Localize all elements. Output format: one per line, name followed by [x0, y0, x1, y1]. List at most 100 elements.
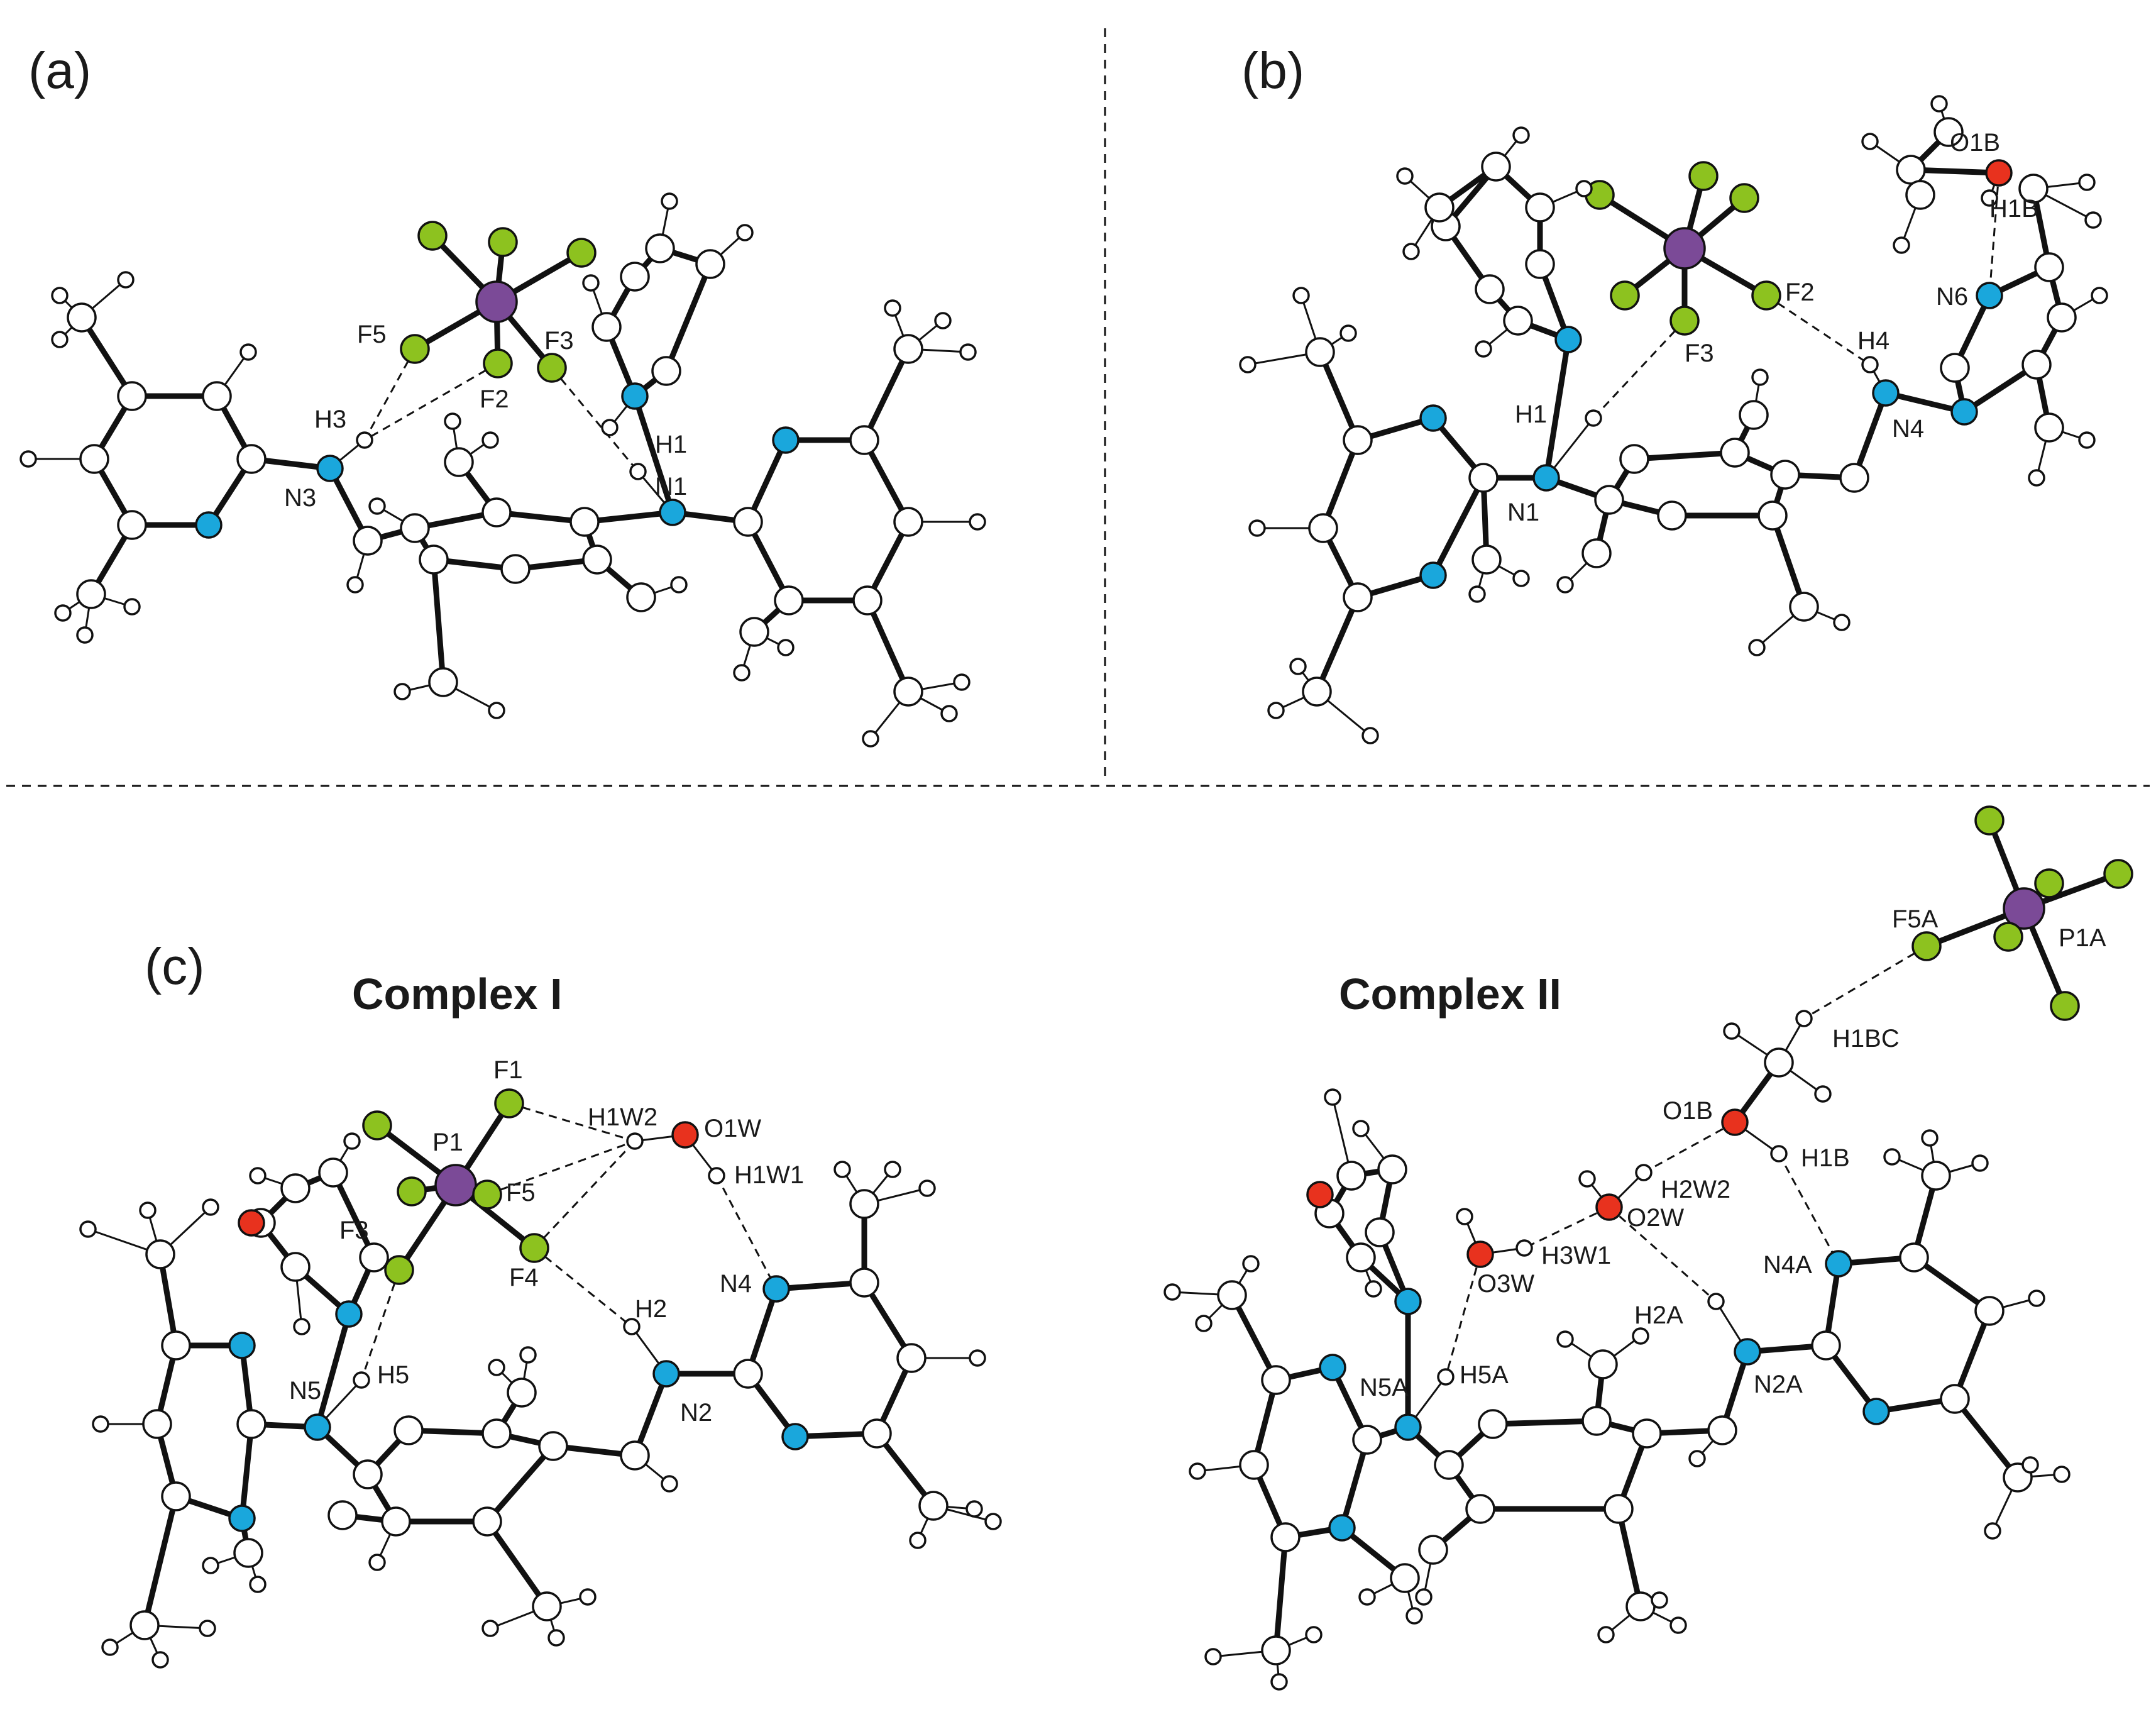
hydrogen-bond	[360, 1269, 400, 1381]
atom-c	[419, 544, 449, 575]
atom-n	[652, 1360, 680, 1388]
atom-h	[1248, 519, 1266, 537]
atom-n	[304, 1413, 331, 1441]
atom-h	[51, 287, 69, 304]
atom-c	[353, 1459, 383, 1489]
hydrogen-bond	[533, 1140, 636, 1249]
atom-c	[739, 617, 769, 647]
atom-h	[1339, 324, 1357, 342]
atom-n	[195, 511, 223, 539]
atom-h	[1556, 1330, 1574, 1348]
atom-c	[538, 1431, 568, 1461]
atom-c	[1343, 425, 1373, 455]
atom-o	[1595, 1193, 1623, 1221]
atom-n	[1328, 1514, 1356, 1542]
atom-c	[1940, 1384, 1970, 1414]
atom-c	[2021, 350, 2052, 380]
bond	[1851, 390, 1889, 481]
atom-h	[519, 1346, 537, 1364]
label-H1BC: H1BC	[1832, 1025, 1900, 1052]
atom-c	[1625, 1591, 1656, 1621]
atom-f	[1610, 280, 1640, 311]
atom-o	[238, 1209, 265, 1237]
atom-h	[733, 664, 751, 682]
bond	[1430, 475, 1487, 578]
bond	[1952, 1396, 2021, 1481]
label-F5A: F5A	[1892, 905, 1939, 933]
atom-h	[1512, 570, 1530, 587]
label-H1B: H1B	[1989, 195, 2038, 223]
atom-c	[236, 1409, 267, 1439]
atom-h	[1204, 1648, 1222, 1665]
atom-c	[1899, 1242, 1929, 1273]
atom-o	[1985, 159, 2013, 187]
atom-h	[249, 1167, 267, 1185]
bond	[484, 1443, 556, 1525]
atom-c	[318, 1157, 348, 1188]
atom-h	[51, 331, 69, 348]
atom-h	[2053, 1466, 2071, 1483]
complex-ii-molecule	[1163, 805, 2133, 1691]
atom-n	[1734, 1338, 1761, 1366]
atom-h	[833, 1161, 851, 1178]
atom-h	[1324, 1088, 1341, 1106]
atom-c	[444, 447, 474, 477]
atom-h	[1365, 1280, 1382, 1298]
hydrogen-bond	[1988, 172, 2000, 296]
bond	[632, 393, 676, 516]
atom-c	[1481, 152, 1511, 182]
atom-h	[1921, 1129, 1939, 1147]
bond	[157, 1251, 179, 1349]
atom-n	[1394, 1288, 1422, 1315]
complex-ii-atom-labels: F5A P1A H1BC O1B H1B H2W2 O2W H3W1 O3W N…	[1360, 905, 2106, 1401]
atom-n	[659, 499, 686, 526]
atom-h	[1971, 1154, 1989, 1172]
atom-c	[1720, 438, 1750, 468]
atom-f	[483, 348, 513, 378]
atom-h	[1361, 727, 1379, 744]
atom-n	[228, 1332, 256, 1359]
label-O1W: O1W	[704, 1115, 761, 1142]
atom-c	[1921, 1161, 1951, 1191]
atom-h	[626, 1132, 644, 1150]
label-H1: H1	[1515, 400, 1547, 428]
atom-h	[1305, 1626, 1323, 1643]
atom-h	[481, 431, 499, 449]
atoms	[79, 1088, 1002, 1669]
hydrogen-bond	[1766, 294, 1871, 366]
atom-h	[969, 1349, 986, 1367]
atom-c	[161, 1330, 191, 1361]
atom-h	[1163, 1283, 1181, 1301]
atom-c	[1471, 544, 1502, 575]
atom-h	[356, 431, 373, 449]
atom-c	[1308, 513, 1338, 543]
bond	[1631, 450, 1738, 462]
label-H1W2: H1W2	[588, 1103, 657, 1131]
atom-h	[2078, 174, 2096, 191]
atom-h	[736, 224, 754, 241]
atom-h	[1195, 1315, 1213, 1332]
hydrogen-bond	[1803, 945, 1927, 1020]
atom-h	[1189, 1462, 1206, 1480]
atom-f	[400, 334, 430, 364]
atom-h	[79, 1220, 97, 1238]
atom-h	[19, 450, 37, 468]
label-N1: N1	[1507, 499, 1539, 526]
bond	[1911, 1254, 1993, 1314]
atom-n	[621, 382, 649, 410]
atom-o	[671, 1121, 699, 1149]
atom-c	[591, 312, 622, 342]
atom-h	[123, 598, 141, 616]
atom-h	[1358, 1588, 1376, 1606]
atom-c	[1770, 460, 1800, 490]
atom-h	[202, 1557, 219, 1574]
atom-h	[708, 1167, 725, 1185]
atom-h	[1893, 236, 1910, 254]
atom-c	[327, 1500, 358, 1530]
atom-c	[1270, 1522, 1301, 1552]
atom-h	[199, 1620, 216, 1637]
complex-ii-title: Complex II	[1339, 969, 1561, 1019]
atom-o	[1466, 1240, 1494, 1268]
bond	[1769, 512, 1807, 610]
bond	[1229, 1292, 1279, 1383]
